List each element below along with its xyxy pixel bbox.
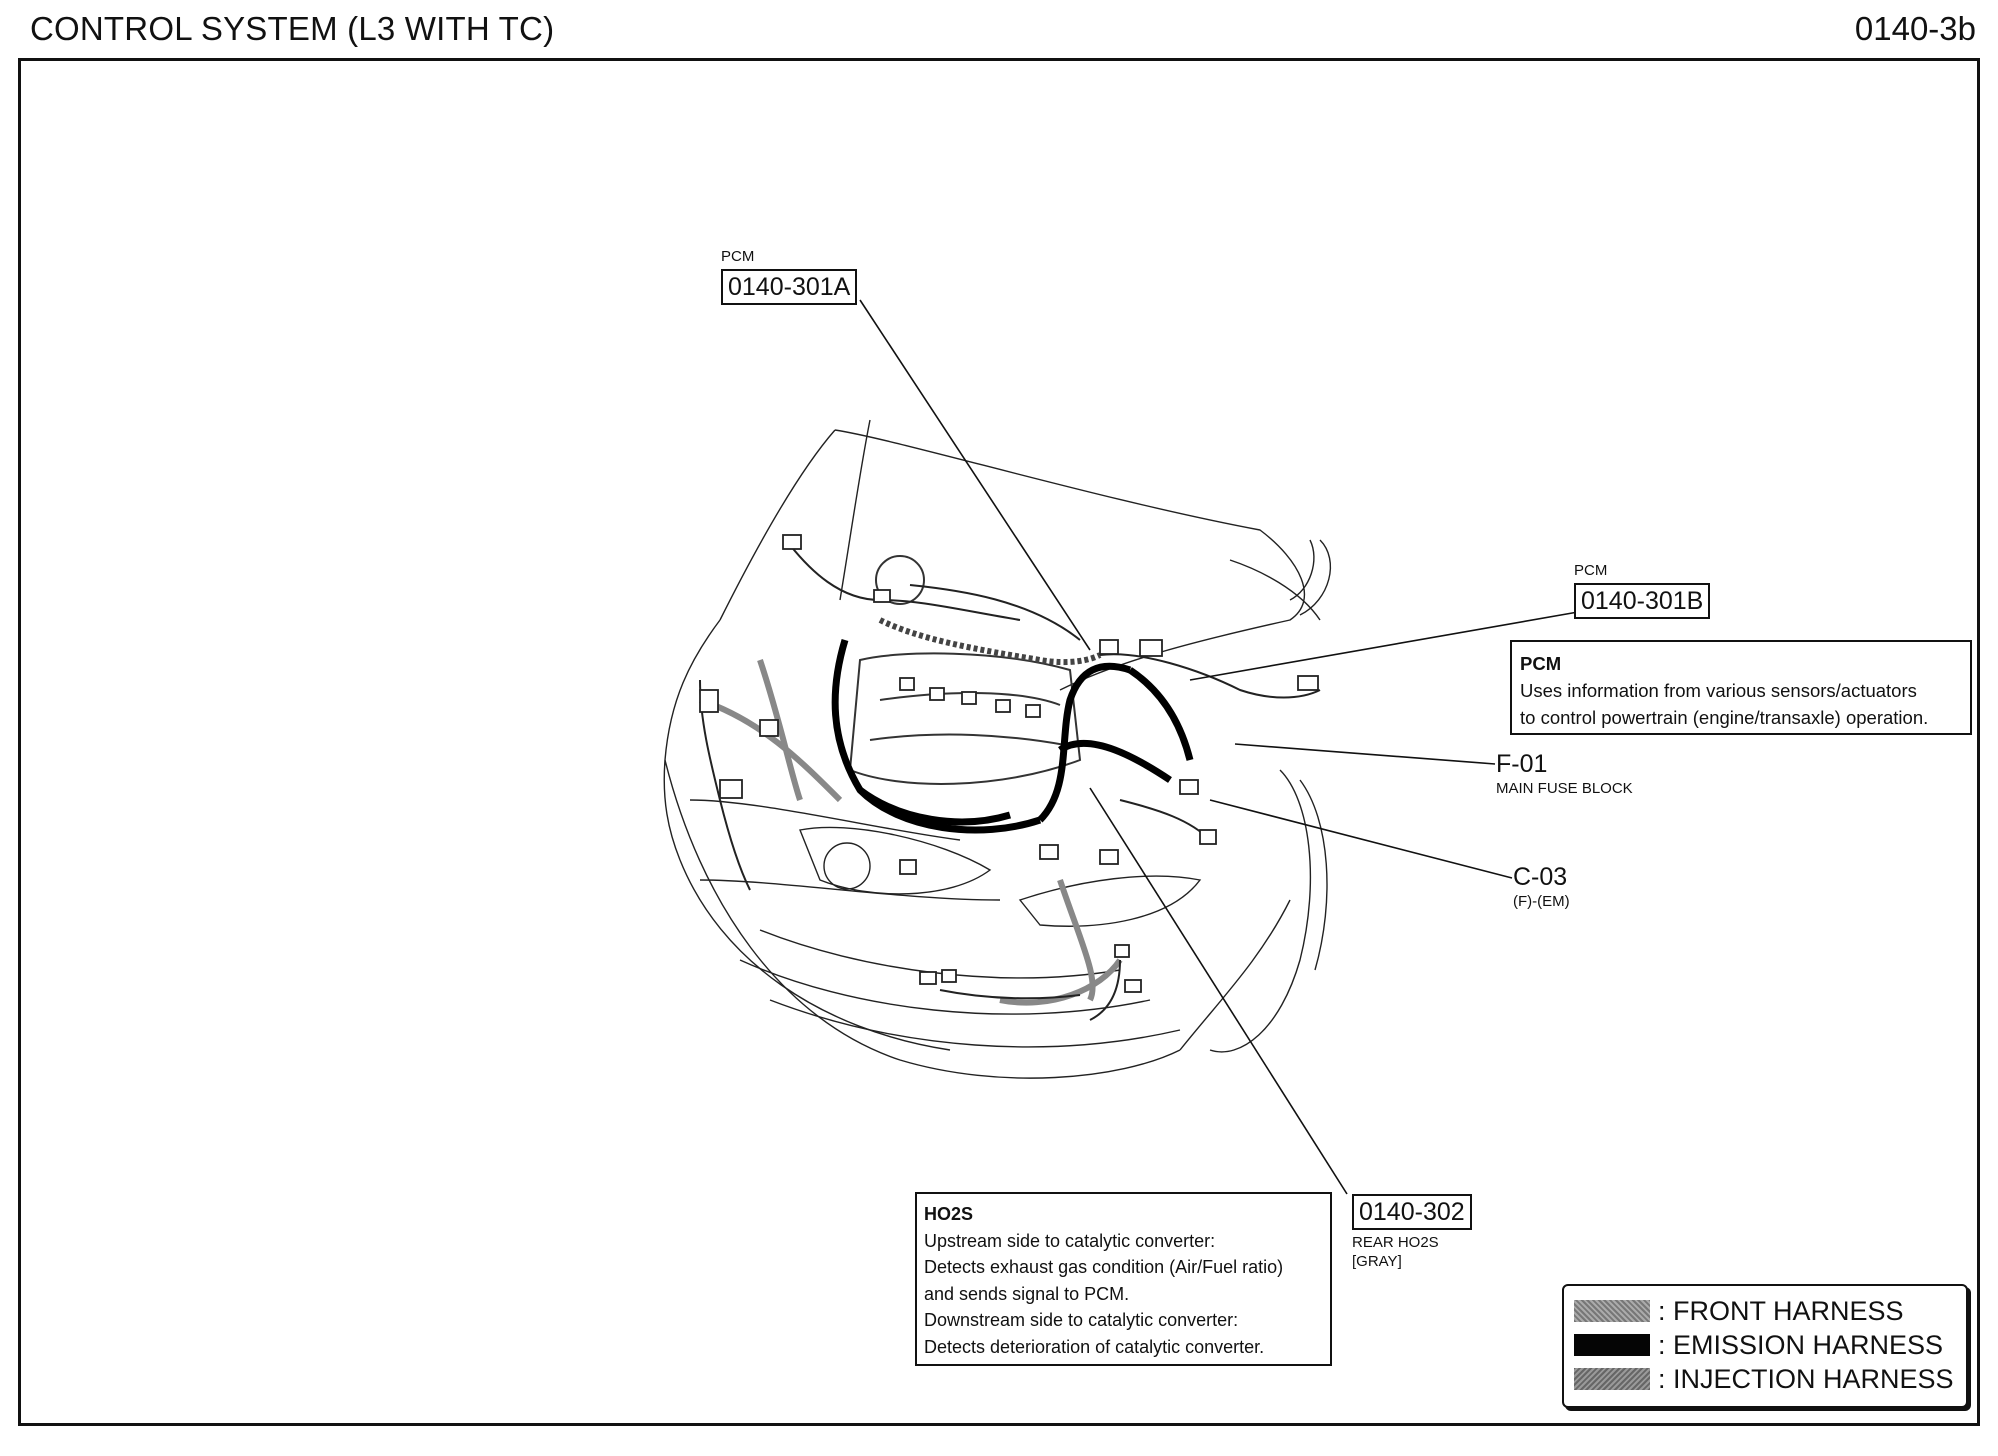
pcm-note-line: Uses information from various sensors/ac… (1520, 680, 1917, 701)
front-harness-route (699, 659, 1123, 1006)
legend-label: : FRONT HARNESS (1658, 1295, 1904, 1326)
ho2s-note-line: Detects deterioration of catalytic conve… (924, 1336, 1265, 1357)
rear-ho2s-color: [GRAY] (1352, 1253, 1402, 1270)
page-title: CONTROL SYSTEM (L3 WITH TC) (30, 10, 555, 47)
connector-symbols (699, 534, 1319, 993)
ho2s-note-line: and sends signal to PCM. (924, 1283, 1130, 1304)
ho2s-note: HO2S Upstream side to catalytic converte… (915, 1192, 1332, 1366)
legend-label: : EMISSION HARNESS (1658, 1329, 1944, 1360)
injection-harness-route (878, 617, 1102, 666)
ho2s-note-line: Upstream side to catalytic converter: (924, 1230, 1216, 1251)
connector-ref-0140-301a[interactable]: 0140-301A (721, 269, 858, 305)
diagram-frame (18, 58, 1980, 1426)
connector-ref-0140-301b[interactable]: 0140-301B (1574, 583, 1711, 619)
harness-legend: : FRONT HARNESS : EMISSION HARNESS : INJ… (1562, 1284, 1968, 1408)
injection-harness-swatch (1574, 1368, 1650, 1390)
legend-row-front: : FRONT HARNESS (1574, 1294, 1956, 1328)
page-code: 0140-3b (1854, 10, 1976, 47)
connector-f01-caption: MAIN FUSE BLOCK (1496, 780, 1633, 797)
rear-ho2s-caption: REAR HO2S (1352, 1234, 1439, 1251)
emission-harness-route (831, 638, 1194, 834)
legend-label: : INJECTION HARNESS (1658, 1363, 1954, 1394)
connector-f01-code[interactable]: F-01 (1496, 750, 1548, 778)
pcm-note: PCM Uses information from various sensor… (1510, 640, 1972, 735)
leader-lines (859, 299, 1579, 1195)
car-body-outline (663, 419, 1332, 1079)
connector-c03-caption: (F)-(EM) (1513, 893, 1570, 910)
ho2s-note-title: HO2S (924, 1204, 974, 1224)
pcm-b-caption: PCM (1574, 562, 1608, 579)
wiring-branches (699, 544, 1321, 1021)
legend-row-emission: : EMISSION HARNESS (1574, 1328, 1956, 1362)
front-harness-swatch (1574, 1300, 1650, 1322)
ho2s-note-line: Downstream side to catalytic converter: (924, 1310, 1239, 1330)
pcm-note-title: PCM (1520, 653, 1562, 674)
engine-outline (848, 555, 1082, 785)
ho2s-note-line: Detects exhaust gas condition (Air/Fuel … (924, 1257, 1284, 1277)
pcm-note-line: to control powertrain (engine/transaxle)… (1520, 707, 1929, 728)
connector-c03-code[interactable]: C-03 (1513, 863, 1568, 891)
pcm-a-caption: PCM (721, 248, 755, 265)
emission-harness-swatch (1574, 1334, 1650, 1356)
legend-row-injection: : INJECTION HARNESS (1574, 1362, 1956, 1396)
connector-ref-0140-302[interactable]: 0140-302 (1352, 1194, 1472, 1230)
